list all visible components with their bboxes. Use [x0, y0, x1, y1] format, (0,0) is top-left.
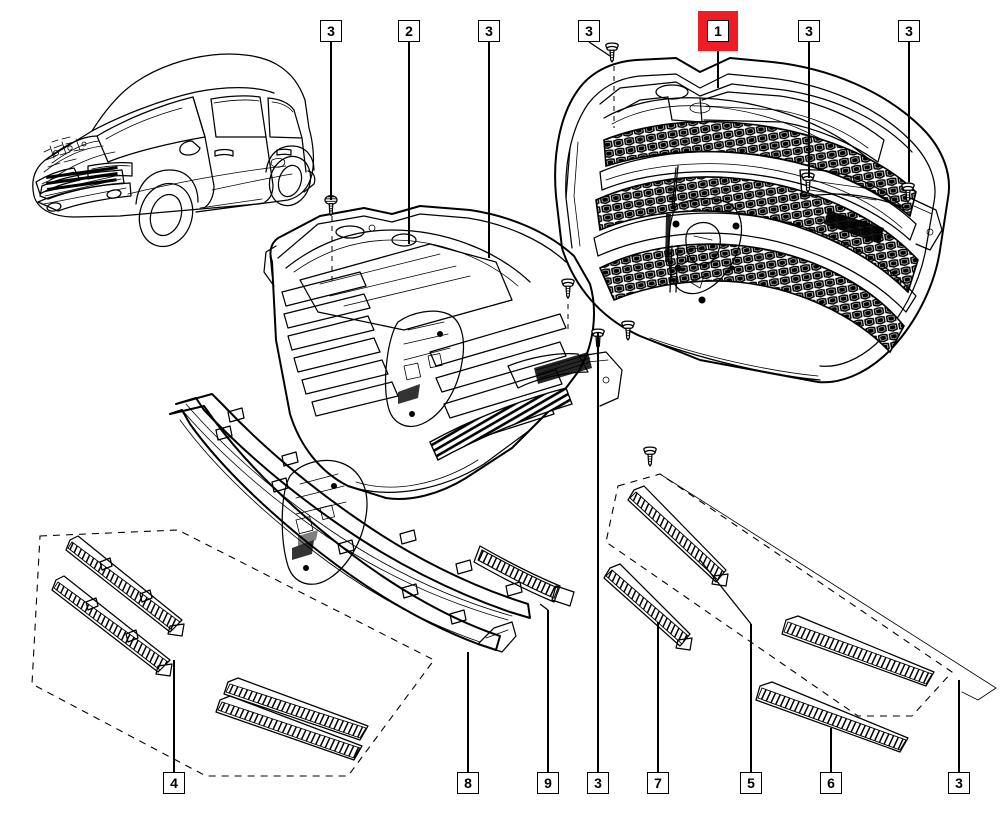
- callout-4-leader: [173, 660, 175, 772]
- callout-2-leader: [408, 42, 410, 244]
- callout-3-e[interactable]: 3: [898, 20, 920, 42]
- grille-frame-support: [263, 205, 623, 500]
- callout-5[interactable]: 5: [740, 772, 762, 794]
- callout-9[interactable]: 9: [537, 772, 559, 794]
- callout-9-leader: [547, 610, 549, 772]
- callout-7[interactable]: 7: [647, 772, 669, 794]
- callout-3-g[interactable]: 3: [948, 772, 970, 794]
- callout-4[interactable]: 4: [163, 772, 185, 794]
- callout-3-a-leader: [329, 42, 333, 200]
- callout-6[interactable]: 6: [820, 772, 842, 794]
- chrome-trim-strip-inner: [603, 563, 693, 651]
- callout-3-a[interactable]: 3: [320, 20, 342, 42]
- callout-3-d[interactable]: 3: [798, 20, 820, 42]
- callout-8[interactable]: 8: [457, 772, 479, 794]
- callout-1-leader: [716, 42, 720, 88]
- svg-text:1: 1: [684, 253, 690, 265]
- callout-3-g-leader: [958, 680, 960, 772]
- main-grille-assembly: 1: [554, 57, 950, 384]
- callout-3-f[interactable]: 3: [587, 772, 609, 794]
- chrome-trim-strip-lower-right: [755, 615, 935, 753]
- callout-3-b-leader: [488, 42, 490, 258]
- callout-3-e-leader: [908, 42, 910, 182]
- lower-grille-moulding: [169, 393, 575, 653]
- callout-3-b[interactable]: 3: [478, 20, 500, 42]
- callout-7-leader: [657, 622, 659, 772]
- callout-5-leader: [749, 624, 753, 772]
- callout-3-d-leader: [808, 42, 810, 178]
- callout-2[interactable]: 2: [398, 20, 420, 42]
- callout-3-f-leader: [597, 332, 599, 772]
- callout-8-leader: [467, 652, 469, 772]
- callout-1[interactable]: 1: [698, 11, 738, 51]
- chrome-trim-set-left: [31, 529, 435, 777]
- callout-6-leader: [829, 728, 833, 772]
- callout-3-c[interactable]: 3: [578, 20, 600, 42]
- chrome-trim-strip-upper-right: [605, 473, 997, 717]
- vehicle-illustration: [32, 53, 316, 248]
